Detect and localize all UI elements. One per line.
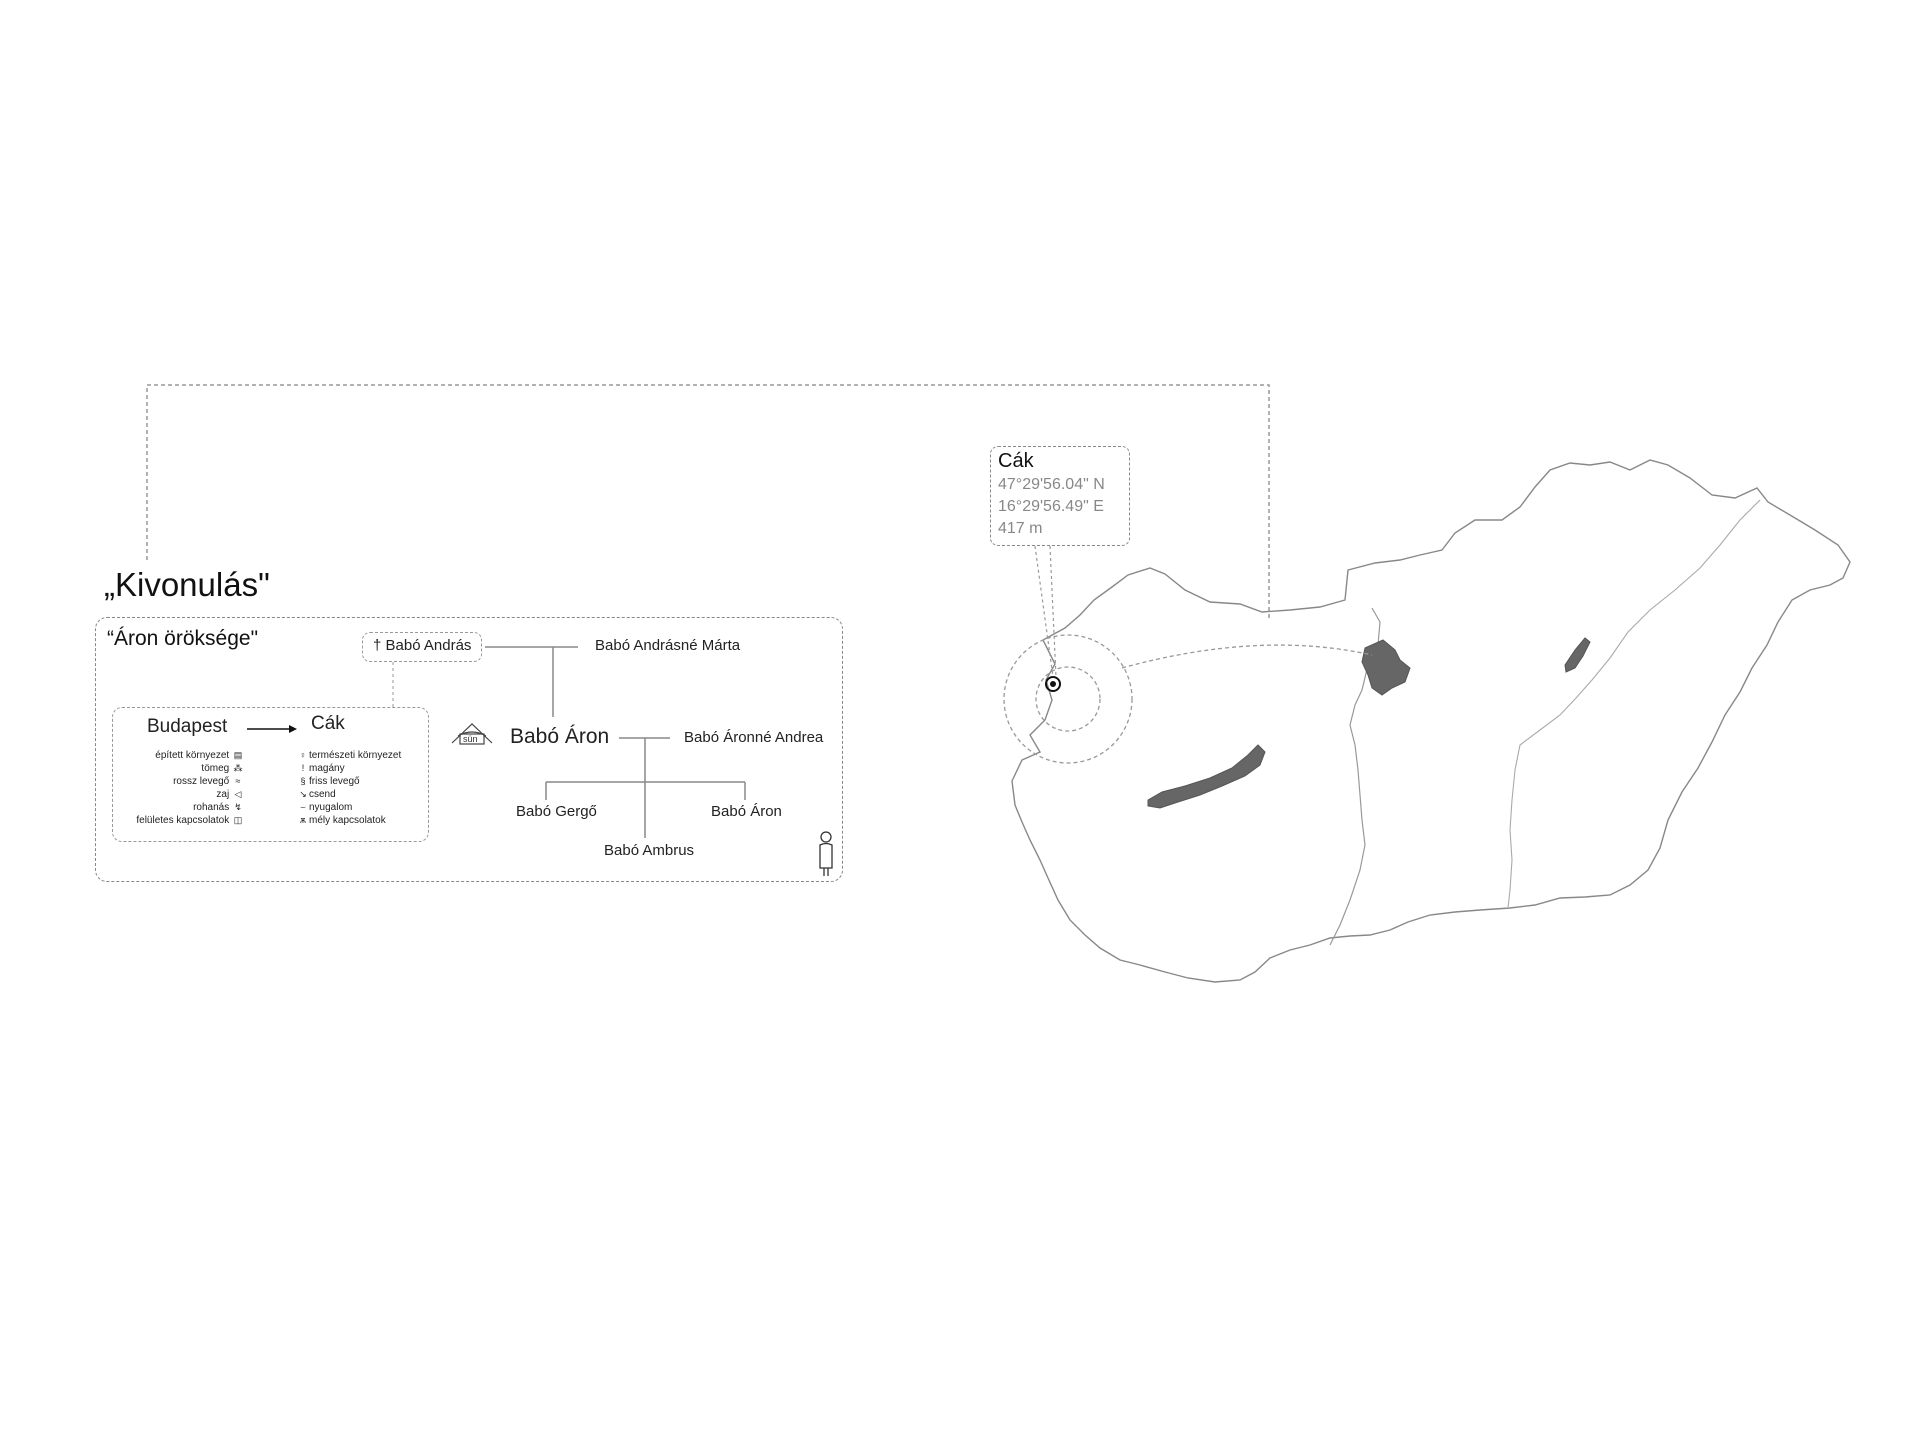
list-item: rossz levegő ≈: [112, 775, 244, 788]
from-list: épített környezet ▤ tömeg ⁂ rossz levegő…: [112, 749, 244, 827]
grandfather-label: † Babó András: [373, 637, 471, 654]
rush-icon: ↯: [234, 802, 242, 812]
grandfather-box: [362, 632, 482, 662]
country-outline: [1011, 459, 1851, 983]
fresh-air-icon: §: [300, 776, 306, 786]
cross-icon: †: [373, 637, 382, 654]
location-latitude: 47°29'56.04" N: [998, 476, 1105, 493]
grandmother-label: Babó Andrásné Márta: [595, 637, 741, 654]
bad-air-icon: ≈: [235, 776, 241, 786]
list-item: ♀természeti környezet: [297, 749, 437, 762]
child-label: Babó Ambrus: [604, 842, 695, 859]
tisza-river: [1507, 499, 1761, 909]
crowd-icon: ⁂: [233, 763, 243, 773]
to-city-label: Cák: [311, 713, 345, 734]
lake-tisza: [1564, 637, 1591, 673]
silence-icon: ↘: [299, 789, 307, 799]
cak-to-budapest-line: [1121, 644, 1373, 669]
location-name: Cák: [998, 450, 1034, 472]
list-item: §friss levegő: [297, 775, 437, 788]
move-comparison-box: [112, 707, 429, 842]
calm-icon: ⌣: [300, 802, 306, 812]
list-item: felületes kapcsolatok ◫: [136, 815, 243, 826]
list-item: zaj ◁: [112, 788, 244, 801]
tree-icon: ♀: [299, 750, 307, 760]
location-altitude: 417 m: [998, 520, 1043, 537]
lake-balaton: [1147, 744, 1266, 809]
connector-line: [146, 384, 1270, 620]
list-item: ↘csend: [297, 788, 437, 801]
building-icon: ▤: [233, 750, 243, 760]
budapest-area: [1361, 639, 1411, 696]
person-icon: [819, 831, 833, 876]
tent-icon: sün: [451, 723, 493, 745]
list-item: épített környezet ▤: [155, 750, 243, 761]
cak-marker-dot: [1050, 681, 1056, 687]
panel-subtitle: “Áron öröksége": [107, 627, 259, 650]
noise-icon: ◁: [234, 789, 242, 799]
location-longitude: 16°29'56.49" E: [998, 498, 1104, 515]
cak-callout-line-1: [1034, 545, 1054, 678]
list-item: rohanás ↯: [112, 801, 244, 814]
main-person-label: Babó Áron: [510, 725, 610, 748]
person-small-icon: ǃ: [301, 763, 305, 773]
cak-zoom-circle-inner: [1035, 666, 1101, 732]
list-item: tömeg ⁂: [201, 763, 243, 774]
cak-zoom-circle-outer: [1003, 634, 1133, 764]
child-label: Babó Gergő: [516, 803, 597, 820]
from-city-label: Budapest: [147, 716, 228, 737]
list-item: ⌣nyugalom: [297, 801, 437, 814]
child-label: Babó Áron: [711, 803, 782, 820]
family-panel: [95, 617, 843, 882]
tent-label: sün: [463, 734, 478, 744]
move-arrow-head: [289, 725, 297, 733]
grandfather-name: Babó András: [385, 637, 472, 654]
main-title: „Kivonulás": [104, 566, 270, 603]
deep-relations-icon: ѫ: [299, 815, 307, 825]
shallow-relations-icon: ◫: [233, 815, 243, 825]
wife-label: Babó Áronné Andrea: [684, 729, 824, 746]
location-info-box: [990, 446, 1130, 546]
cak-callout-line-2: [1049, 545, 1057, 678]
